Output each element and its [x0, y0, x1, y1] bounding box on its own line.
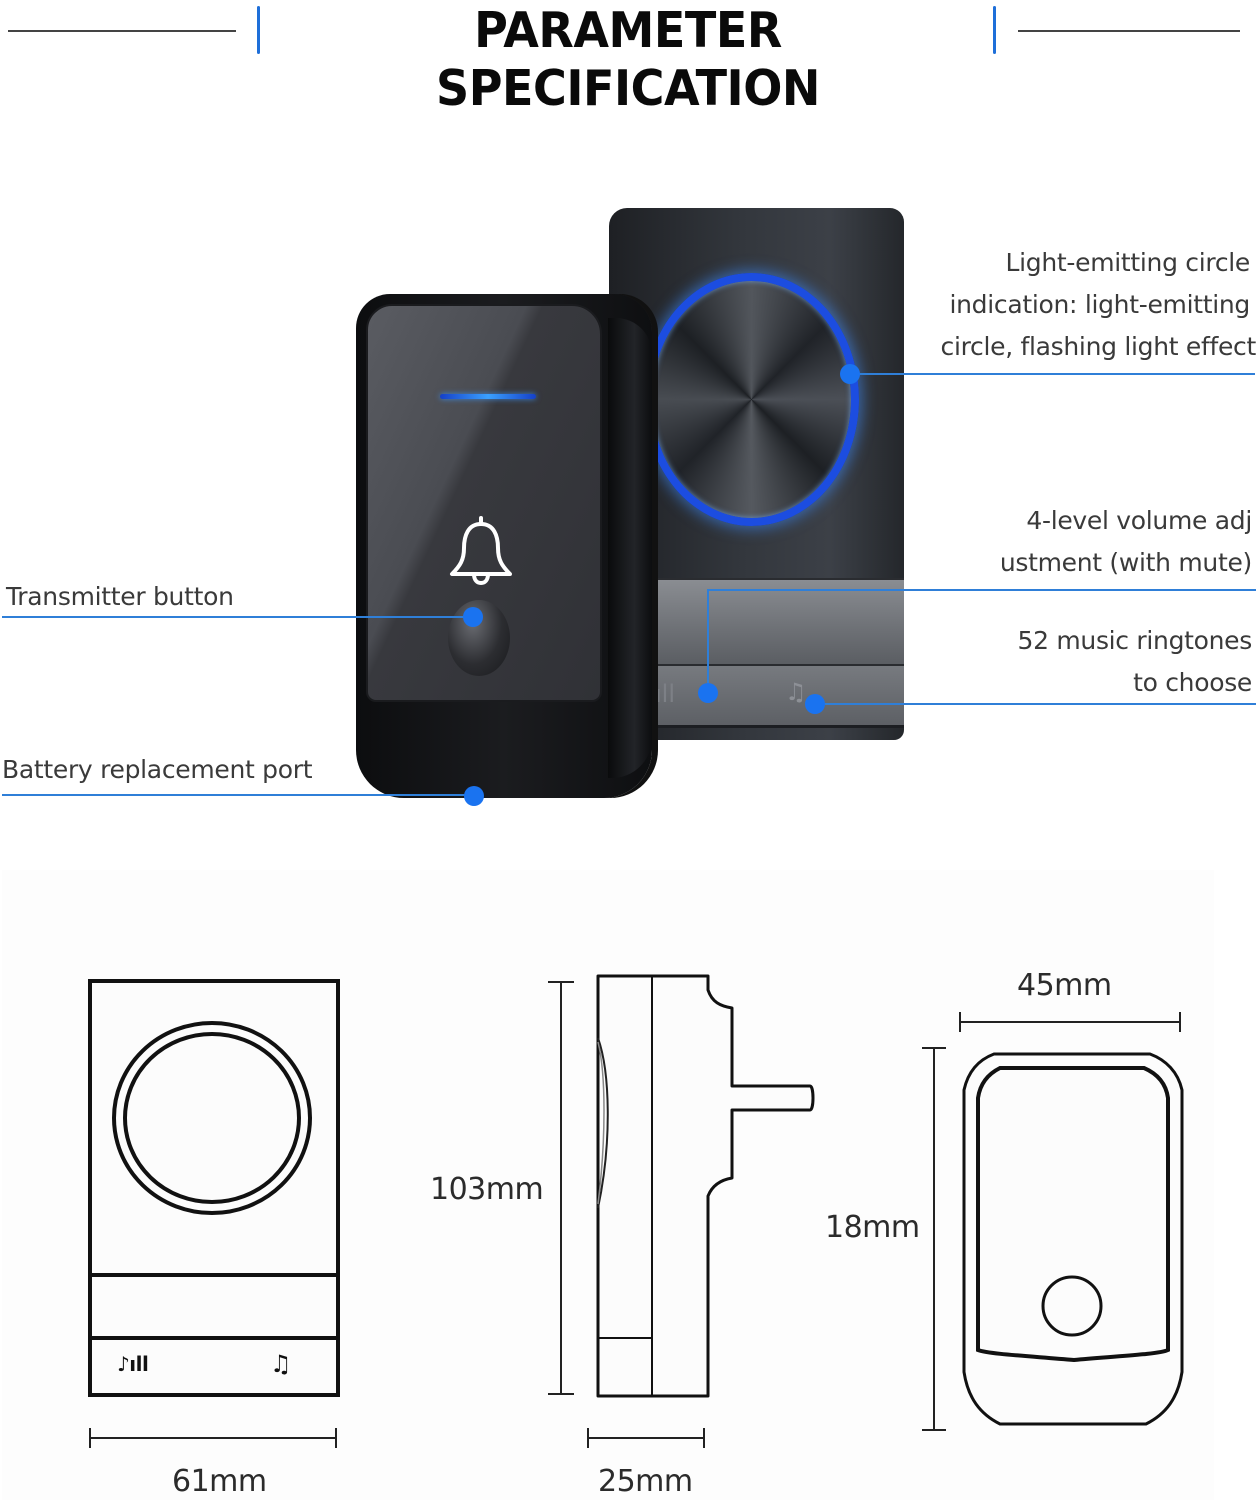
- callout-dot-light-ring: [840, 364, 860, 384]
- callout-line-transmitter-button: [2, 616, 474, 618]
- callout-line-volume-vertical: [707, 589, 709, 693]
- callout-transmitter-button: Transmitter button: [6, 582, 234, 611]
- callout-light-ring-line1: Light-emitting circle: [1005, 248, 1251, 277]
- callout-line-ringtones: [815, 703, 1256, 705]
- callout-battery-port: Battery replacement port: [2, 755, 313, 784]
- music-note-icon: ♫: [785, 678, 807, 706]
- bell-icon: [450, 516, 512, 585]
- transmitter-side: [608, 318, 652, 778]
- header-rule-right: [1018, 30, 1240, 32]
- callout-volume-line2: ustment (with mute): [999, 548, 1252, 577]
- callout-dot-transmitter-button: [463, 607, 483, 627]
- dimension-line-18mm: [922, 1047, 946, 1431]
- header-accent-bar-left: [257, 6, 260, 54]
- callout-volume-line1: 4-level volume adj: [1026, 506, 1252, 535]
- header-rule-left: [8, 30, 236, 32]
- light-ring: [644, 273, 859, 526]
- callout-line-light-ring: [850, 373, 1255, 375]
- callout-dot-volume: [698, 683, 718, 703]
- dimension-label-61mm: 61mm: [172, 1464, 267, 1499]
- volume-band: [649, 578, 904, 666]
- transmitter-unit: [356, 294, 652, 798]
- dimension-label-25mm: 25mm: [598, 1464, 693, 1499]
- dimension-line-61mm: [89, 1428, 337, 1448]
- callout-ringtones-line2: to choose: [1133, 668, 1252, 697]
- callout-dot-ringtones: [805, 694, 825, 714]
- transmitter-face: [366, 304, 602, 702]
- dimension-line-45mm: [959, 1012, 1181, 1032]
- callout-line-volume: [708, 589, 1256, 591]
- dimension-label-18mm: 18mm: [825, 1210, 920, 1245]
- callout-dot-battery-port: [464, 786, 484, 806]
- callout-ringtones-line1: 52 music ringtones: [1017, 626, 1252, 655]
- music-note-icon: ♫: [270, 1350, 292, 1378]
- control-band: ıll ♫: [649, 666, 904, 728]
- dimension-label-103mm: 103mm: [430, 1172, 544, 1207]
- transmitter-drawing: [962, 1052, 1184, 1426]
- callout-light-ring-line3: circle, flashing light effect: [940, 332, 1257, 361]
- dimension-line-25mm: [587, 1428, 705, 1448]
- callout-light-ring-line2: indication: light-emitting: [949, 290, 1250, 319]
- receiver-side-drawing: [548, 974, 815, 1398]
- volume-bars-icon: ♪ıll: [117, 1352, 149, 1376]
- page-title: PARAMETER SPECIFICATION: [436, 2, 820, 117]
- callout-line-battery-port: [2, 794, 474, 796]
- volume-bars-icon: ıll: [655, 680, 676, 708]
- header-accent-bar-right: [993, 6, 996, 54]
- led-indicator: [440, 394, 536, 399]
- receiver-front-drawing: [88, 979, 340, 1397]
- dimension-label-45mm: 45mm: [1017, 968, 1112, 1003]
- receiver-unit: ıll ♫: [609, 208, 904, 740]
